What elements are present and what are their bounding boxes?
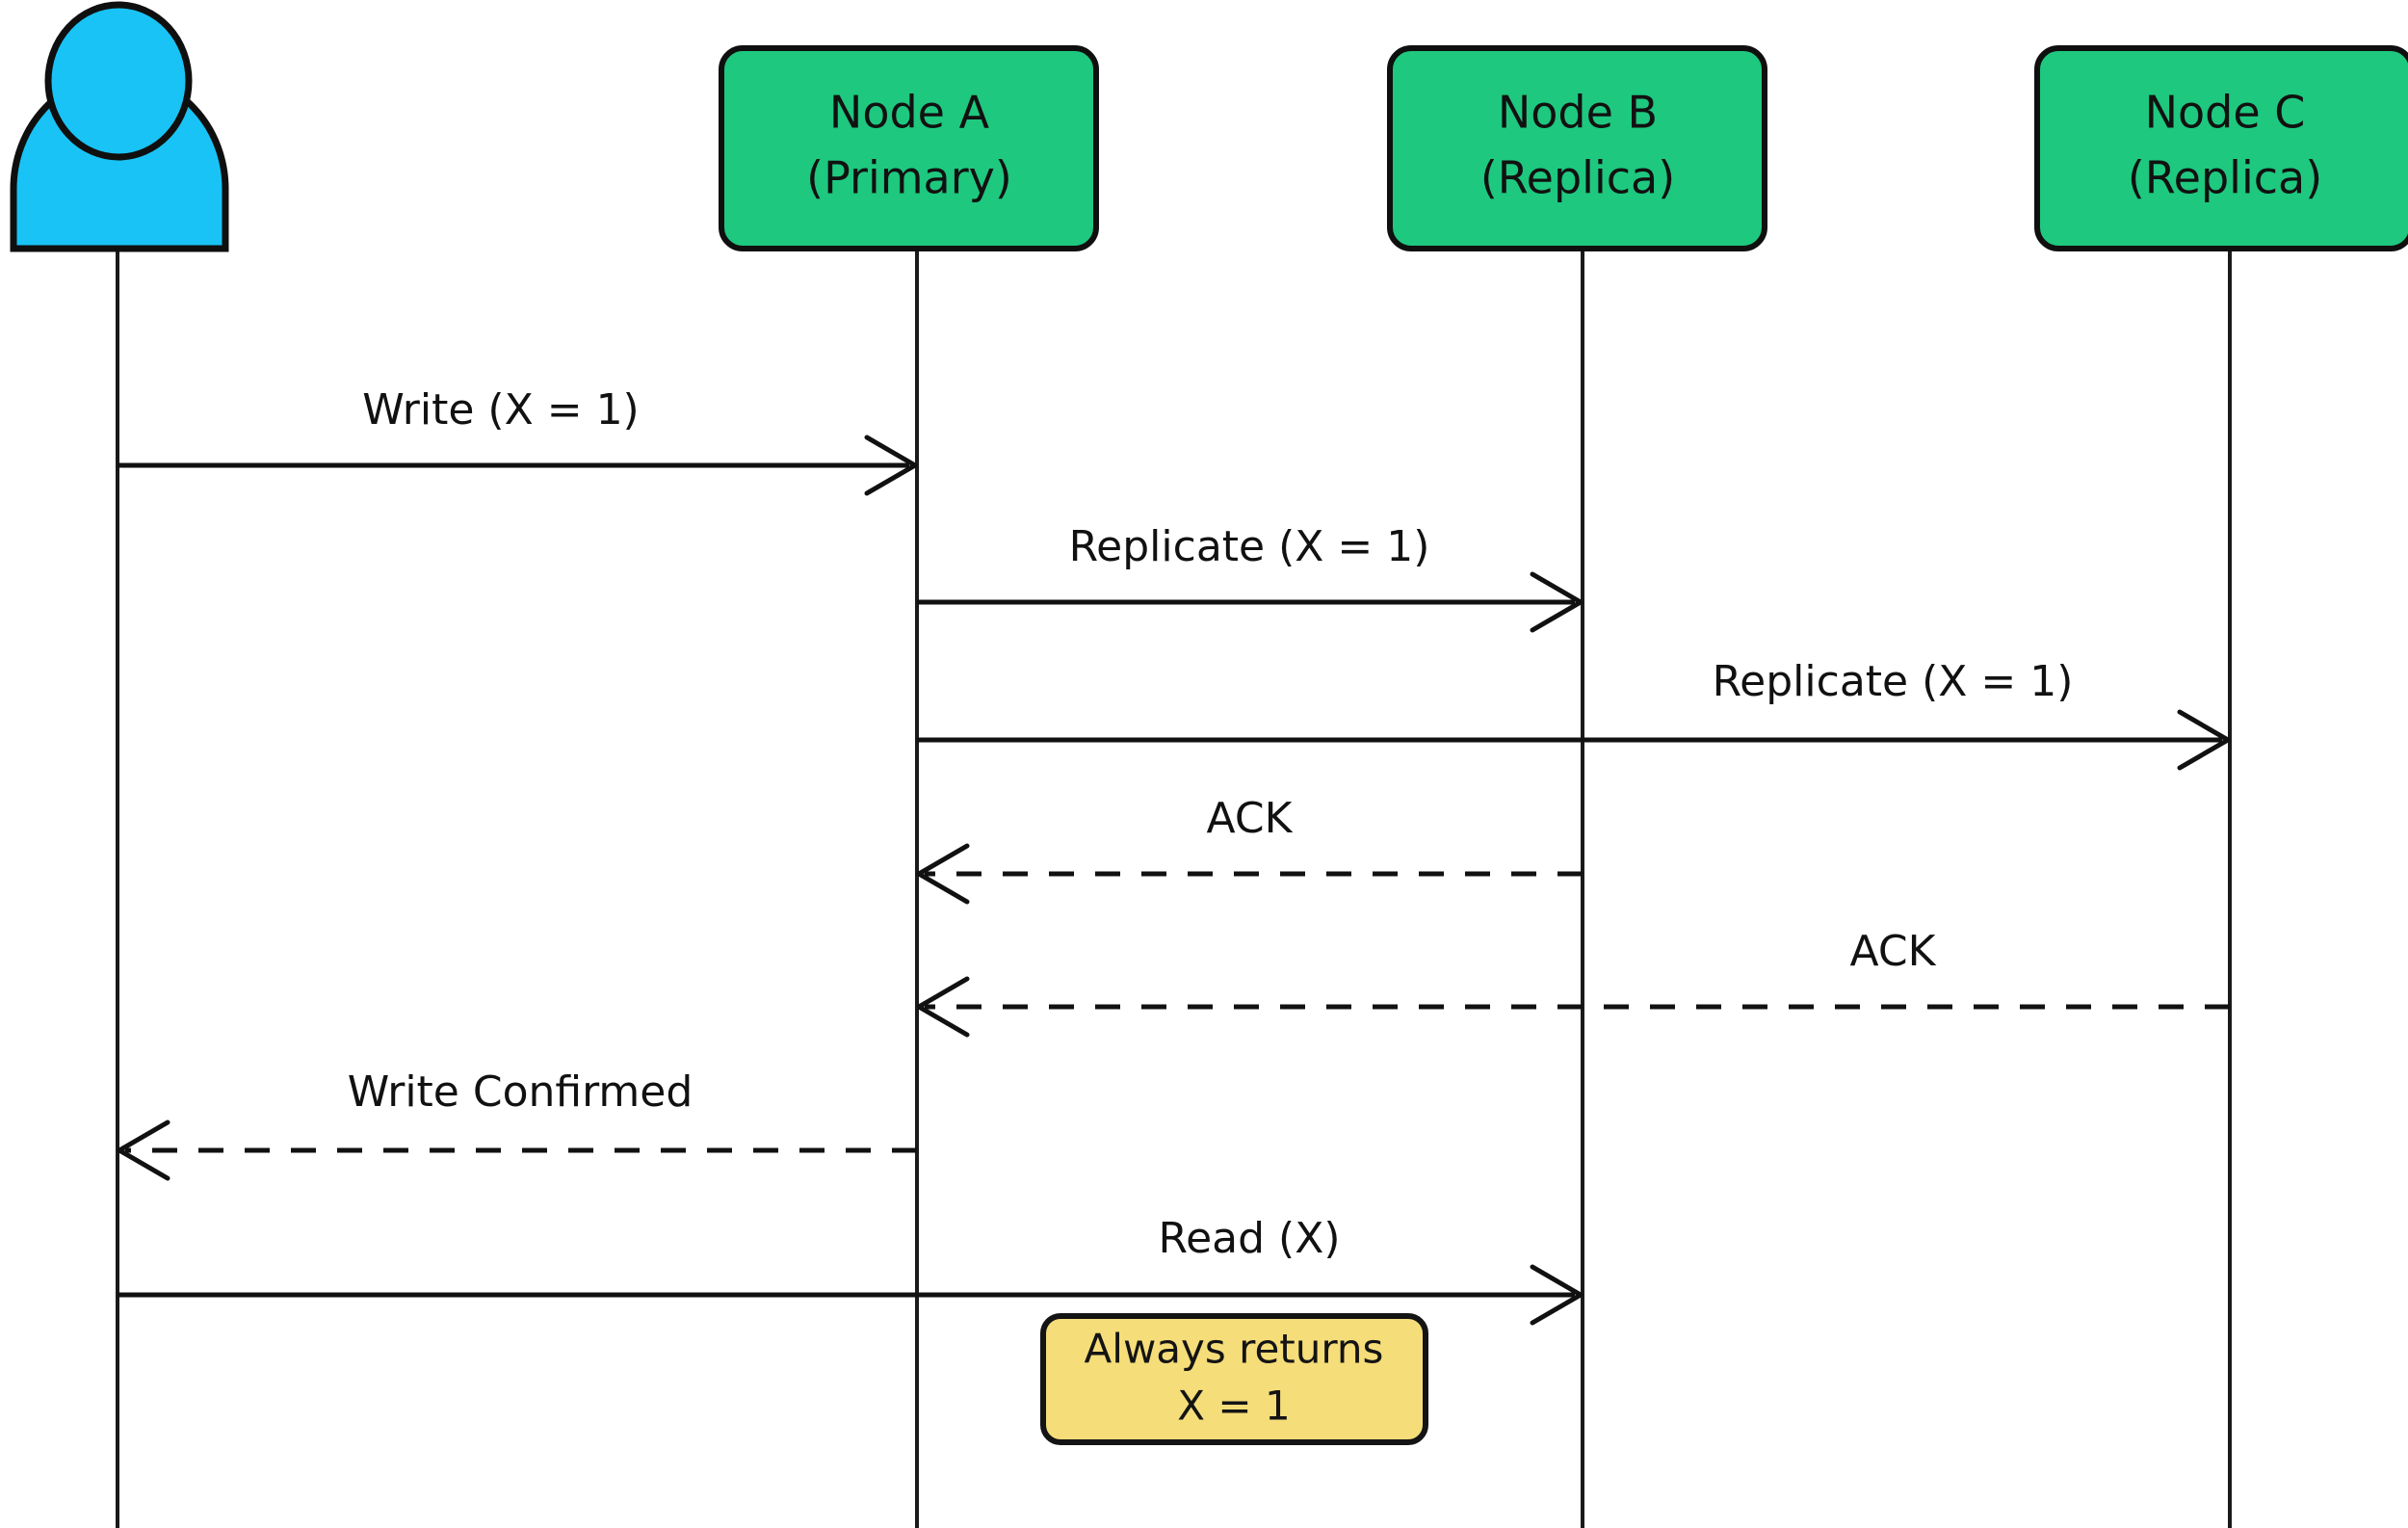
message-ack-c[interactable]: ACK xyxy=(916,927,2230,1038)
node-c-label-line2: (Replica) xyxy=(2128,152,2322,204)
participant-node-b[interactable]: Node B (Replica) xyxy=(1387,45,1767,251)
message-replicate-b[interactable]: Replicate (X = 1) xyxy=(917,522,1584,633)
message-ack-b[interactable]: ACK xyxy=(916,794,1583,905)
message-ack-b-label: ACK xyxy=(1207,794,1294,843)
message-write-label: Write (X = 1) xyxy=(362,385,639,435)
node-c-label-line1: Node C xyxy=(2145,87,2306,139)
message-replicate-b-arrowhead xyxy=(1530,571,1584,633)
node-c-box xyxy=(2034,45,2408,251)
message-write-arrowhead xyxy=(864,435,918,496)
message-replicate-c-label: Replicate (X = 1) xyxy=(1713,657,2074,706)
node-b-box xyxy=(1387,45,1767,251)
participant-node-a[interactable]: Node A (Primary) xyxy=(719,45,1099,251)
message-write[interactable]: Write (X = 1) xyxy=(118,385,918,496)
note-always-returns-line1: Always returns xyxy=(1085,1326,1384,1373)
message-replicate-b-label: Replicate (X = 1) xyxy=(1069,522,1430,571)
lifelines xyxy=(116,249,2232,1528)
message-write-confirmed-label: Write Confirmed xyxy=(348,1067,694,1117)
note-always-returns[interactable]: Always returns X = 1 xyxy=(1040,1313,1428,1445)
node-a-label-line1: Node A xyxy=(829,87,990,139)
node-a-box xyxy=(719,45,1099,251)
message-read-label: Read (X) xyxy=(1158,1214,1340,1263)
message-write-confirmed-arrowhead xyxy=(117,1120,170,1181)
user-icon-head xyxy=(44,1,193,161)
actor-participant[interactable] xyxy=(10,1,229,252)
participant-node-c[interactable]: Node C (Replica) xyxy=(2034,45,2408,251)
note-always-returns-line2: X = 1 xyxy=(1177,1383,1290,1430)
note-always-returns-box xyxy=(1040,1313,1428,1445)
message-read-arrowhead xyxy=(1530,1264,1584,1326)
message-replicate-c[interactable]: Replicate (X = 1) xyxy=(917,657,2231,771)
node-b-label-line1: Node B xyxy=(1498,87,1658,139)
message-read[interactable]: Read (X) xyxy=(118,1214,1584,1326)
node-b-label-line2: (Replica) xyxy=(1480,152,1675,204)
message-ack-b-arrowhead xyxy=(916,843,970,905)
message-replicate-c-arrowhead xyxy=(2177,709,2231,771)
node-a-label-line2: (Primary) xyxy=(806,152,1012,204)
message-ack-c-arrowhead xyxy=(916,976,970,1038)
message-ack-c-label: ACK xyxy=(1850,927,1937,976)
message-write-confirmed[interactable]: Write Confirmed xyxy=(117,1067,917,1181)
